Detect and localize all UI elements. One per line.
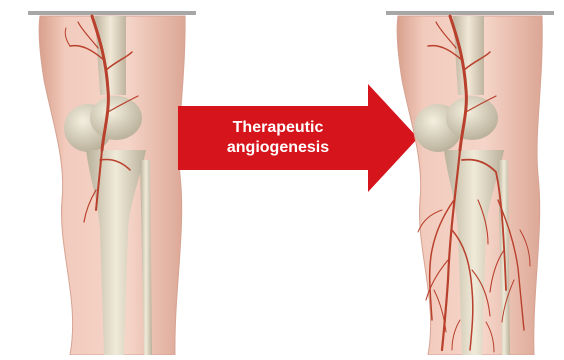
arrow-label-line1: Therapeutic bbox=[233, 118, 324, 138]
top-bar bbox=[386, 11, 554, 15]
arrow-label-line2: angiogenesis bbox=[227, 138, 329, 158]
femur bbox=[95, 16, 126, 95]
leg-after-illustration bbox=[374, 0, 564, 355]
arrow-label: Therapeutic angiogenesis bbox=[178, 84, 378, 192]
leg-after-svg bbox=[374, 0, 564, 355]
femur-condyle bbox=[90, 96, 142, 140]
femur-condyle bbox=[446, 96, 498, 140]
top-bar bbox=[28, 11, 196, 15]
femur bbox=[453, 16, 484, 95]
